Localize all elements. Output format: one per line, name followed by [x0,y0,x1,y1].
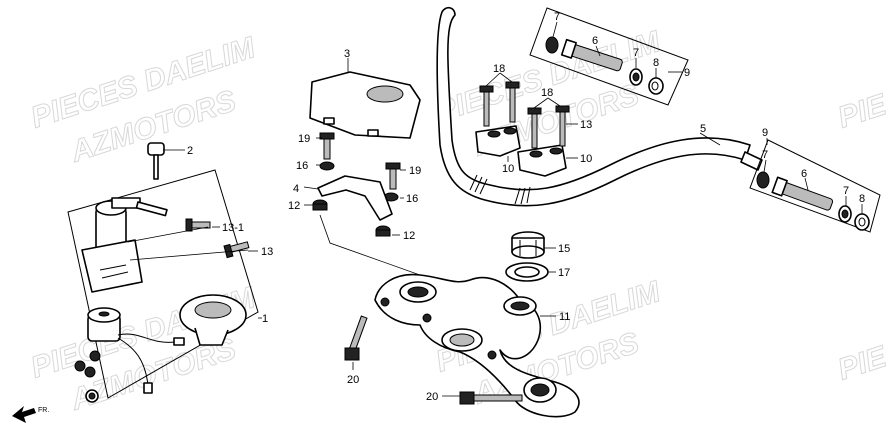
callout-18-right: 18 [541,87,553,99]
callout-11: 11 [559,311,570,323]
callout-10-left: 10 [502,163,514,175]
callout-labels: 1 2 3 4 5 6 6 7 7 7 7 8 8 9 9 10 10 11 1… [187,11,865,403]
handlebar [436,6,751,207]
callout-17: 17 [558,267,570,279]
front-arrow-icon [12,406,36,423]
callout-6-upper: 6 [592,35,598,47]
holder-10-right [517,144,567,177]
end-weight-set-upper [529,7,689,106]
callout-18-left: 18 [493,63,505,75]
bolts-18-left [479,81,520,127]
assembly-outline-9-upper [529,7,689,106]
rubber-12-left [312,199,328,211]
callout-3: 3 [344,48,350,60]
ignition-switch-group [67,142,262,403]
callout-15: 15 [558,243,570,255]
washer-16-left [319,161,335,171]
watermark-group: PIECES DAELIM AZMOTORS PIECES DAELIM AZM… [26,24,890,417]
stem-nut-15 [511,231,545,259]
callout-19-left: 19 [298,133,310,145]
callout-12-right: 12 [403,230,415,242]
bolt-20-vertical [344,315,368,370]
callout-13-1: 13-1 [222,222,244,234]
upper-cover [309,71,421,139]
stem-nut-group [505,231,556,282]
callout-4: 4 [293,183,299,195]
callout-16-left: 16 [296,160,308,172]
callout-19-right: 19 [409,165,421,177]
callout-13-left: 13 [261,246,273,258]
callout-13-right: 13 [580,119,592,131]
assembly-outline-9-lower [749,139,881,233]
upper-cover-hole [366,85,404,103]
key-part [147,142,165,180]
end-weight-set-lower [749,138,881,233]
bolt-19-right [385,162,401,190]
callout-12-left: 12 [288,200,300,212]
handlebar-holders-group [475,72,578,177]
rubber-12-right [375,225,391,237]
bolt-13 [223,241,250,259]
washer-17 [505,262,549,282]
handlebar-group [436,6,763,207]
callout-8-lower: 8 [859,193,865,205]
switch-cover-cap [179,294,247,346]
upper-cover-group [303,58,429,321]
callout-1: 1 [262,313,268,325]
callout-9-lower: 9 [762,127,768,139]
callout-20-left: 20 [347,374,359,386]
bolt-13-1 [185,218,211,232]
front-direction-indicator: FR. [12,406,49,423]
callout-2: 2 [187,145,193,157]
watermark-right-fragment-top: PIE [834,88,890,135]
callout-8-upper: 8 [653,57,659,69]
callout-7-upper-right: 7 [633,47,639,59]
callout-5: 5 [700,123,706,135]
small-screws [74,350,101,403]
callout-10-right: 10 [580,153,592,165]
callout-9-upper: 9 [684,67,690,79]
callout-7-lower-left: 7 [762,149,768,161]
front-label: FR. [38,407,49,414]
bolt-19-left [319,132,335,160]
watermark-right-fragment-bottom: PIE [834,340,890,387]
bolt-20-horizontal [442,391,523,405]
lock-cylinder-part [87,307,185,394]
callout-20-right: 20 [426,391,438,403]
handlebar-knurl [469,174,531,205]
top-bridge-group [374,273,580,418]
callout-6-lower: 6 [801,168,807,180]
cover-bracket [317,175,393,221]
ignition-switch-body [81,197,168,293]
callout-7-lower-right: 7 [843,185,849,197]
callout-7-upper-left: 7 [554,11,560,23]
holder-10-left [475,125,521,157]
callout-16-right: 16 [406,193,418,205]
